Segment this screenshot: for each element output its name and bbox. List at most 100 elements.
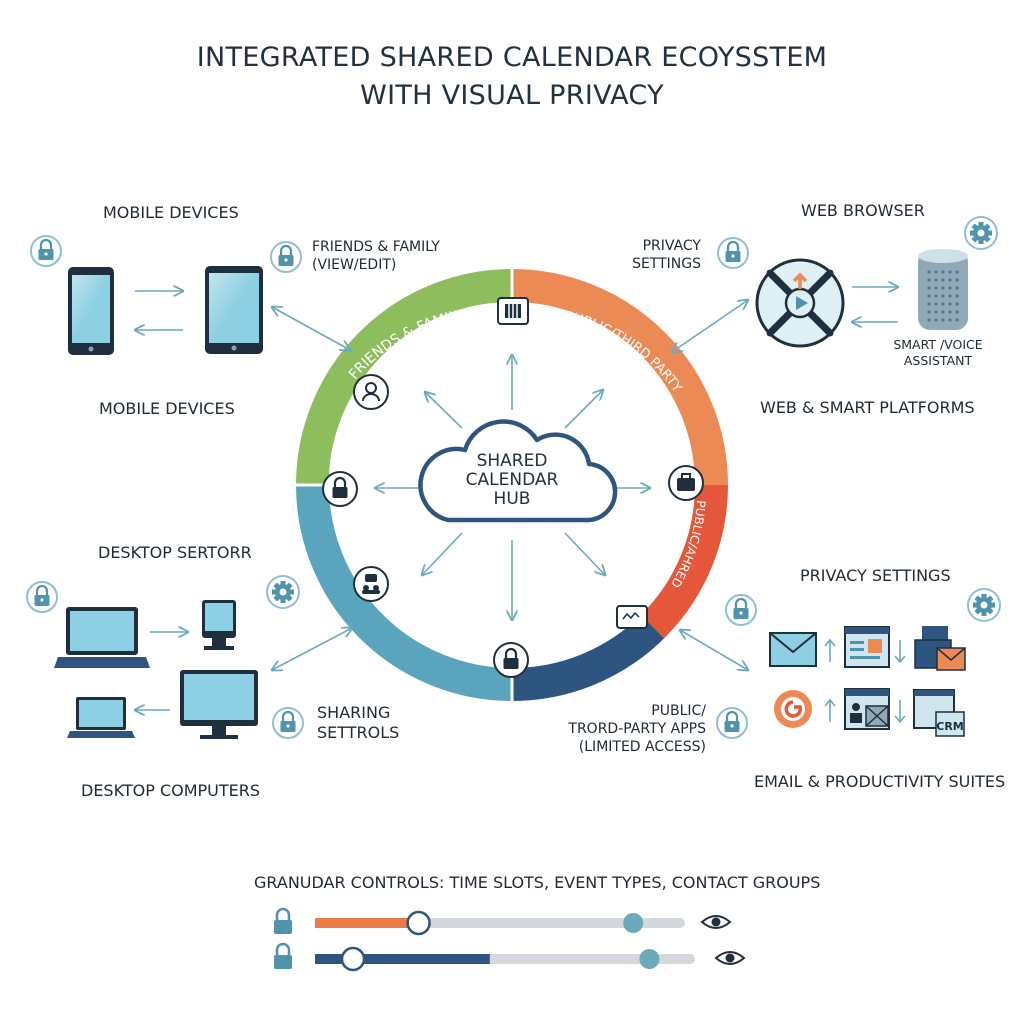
- third-party-apps-label: PUBLIC/ TRORD-PARTY APPS (LIMITED ACCESS…: [560, 702, 706, 756]
- speaker-grille-dot: [955, 302, 959, 306]
- granular-controls-caption: GRANUDAR CONTROLS: TIME SLOTS, EVENT TYP…: [254, 873, 821, 892]
- laptop-icon: [54, 607, 150, 668]
- speaker-grille-dot: [941, 294, 945, 298]
- hub-label-line-3: HUB: [493, 489, 531, 509]
- speaker-grille-dot: [941, 270, 945, 274]
- crm-label: CRM: [936, 720, 964, 733]
- lock-icon: [269, 240, 303, 274]
- mail-stack-icon: [914, 626, 966, 671]
- mobile-devices-heading: MOBILE DEVICES: [103, 203, 239, 222]
- mobile-devices-footer: MOBILE DEVICES: [99, 399, 235, 418]
- speaker-grille-dot: [934, 310, 938, 314]
- hub-arrows: [375, 355, 650, 620]
- ring-segment-limited: [640, 484, 730, 640]
- email-productivity-footer: EMAIL & PRODUCTIVITY SUITES: [754, 772, 1006, 791]
- contacts-window-icon: [844, 688, 890, 730]
- speaker-grille-dot: [927, 270, 931, 274]
- lock-icon: [715, 706, 749, 740]
- speaker-grille-dot: [948, 310, 952, 314]
- slider-track-1[interactable]: [315, 910, 685, 936]
- speaker-grille-dot: [955, 318, 959, 322]
- browser-play-icon: [755, 258, 845, 348]
- smart-voice-label-line-2: ASSISTANT: [903, 353, 973, 368]
- eye-icon[interactable]: [714, 951, 746, 965]
- privacy-settings-label-line-1: PRIVACY: [642, 238, 701, 254]
- ring-segment-public: [511, 268, 729, 486]
- speaker-grille-dot: [948, 286, 952, 290]
- friends-family-label: FRIENDS & FAMILY (VIEW/EDIT): [312, 238, 440, 274]
- speaker-grille-dot: [927, 318, 931, 322]
- google-g-icon: [774, 690, 812, 728]
- tablet-icon: [205, 266, 263, 354]
- lock-icon: [724, 593, 758, 627]
- speaker-grille-dot: [934, 318, 938, 322]
- speaker-grille-dot: [955, 310, 959, 314]
- speaker-grille-dot: [955, 286, 959, 290]
- speaker-grille-dot: [934, 270, 938, 274]
- speaker-grille-dot: [955, 270, 959, 274]
- speaker-grille-dot: [948, 302, 952, 306]
- ring-segment-sharing: [295, 484, 513, 702]
- camera-icon: [497, 297, 529, 325]
- speaker-grille-dot: [955, 294, 959, 298]
- ring-segment-friends: [294, 267, 513, 486]
- monitor-icon: [202, 600, 236, 650]
- page-title-line-1: INTEGRATED SHARED CALENDAR ECOYSSTEM: [196, 42, 828, 73]
- speaker-grille-dot: [955, 278, 959, 282]
- people-icon: [353, 566, 389, 602]
- eye-icon[interactable]: [700, 915, 732, 929]
- mail-icon: [769, 632, 817, 667]
- cloud-icon: [418, 419, 618, 523]
- lock-icon: [274, 942, 292, 969]
- speaker-grille-dot: [948, 278, 952, 282]
- speaker-grille-dot: [927, 278, 931, 282]
- slider-thumb-1[interactable]: [406, 910, 431, 936]
- desktop-computers-footer: DESKTOP COMPUTERS: [81, 781, 261, 800]
- friends-family-label-line-2: (VIEW/EDIT): [312, 257, 397, 273]
- speaker-grille-dot: [927, 310, 931, 314]
- third-party-apps-label-line-1: PUBLIC/: [651, 703, 706, 719]
- gear-icon: [266, 575, 300, 609]
- hub-label-line-2: CALENDAR: [465, 470, 559, 490]
- page-title-line-2: WITH VISUAL PRIVACY: [360, 80, 664, 111]
- sharing-controls-label-line-1: SHARING: [317, 703, 391, 722]
- speaker-grille-dot: [941, 286, 945, 290]
- lock-icon: [274, 907, 292, 934]
- crm-window-icon: CRM: [913, 689, 965, 737]
- speaker-grille-dot: [927, 302, 931, 306]
- laptop-small-icon: [67, 697, 135, 738]
- privacy-settings-label-line-2: SETTINGS: [632, 256, 701, 272]
- ring-lock-icon-left: [321, 470, 359, 508]
- slider-marker-2: [639, 949, 660, 969]
- slider-track-2[interactable]: [315, 946, 695, 972]
- privacy-settings-label: PRIVACY SETTINGS: [600, 237, 701, 273]
- lock-icon: [716, 236, 750, 270]
- speaker-grille-dot: [927, 294, 931, 298]
- speaker-grille-dot: [934, 294, 938, 298]
- speaker-grille-dot: [941, 302, 945, 306]
- privacy-ring: [292, 265, 730, 705]
- app-window-icon: [844, 626, 890, 668]
- sharing-controls-label: SHARING SETTROLS: [317, 703, 399, 743]
- web-browser-heading: WEB BROWSER: [801, 201, 925, 220]
- lock-icon: [29, 234, 63, 268]
- person-icon: [353, 374, 389, 410]
- gear-icon: [967, 588, 1001, 622]
- smart-voice-label: SMART /VOICE ASSISTANT: [888, 337, 988, 369]
- gear-icon: [964, 216, 998, 250]
- speaker-grille-dot: [941, 318, 945, 322]
- friends-family-label-line-1: FRIENDS & FAMILY: [312, 239, 440, 255]
- card-icon: [616, 605, 648, 629]
- speaker-grille-dot: [948, 270, 952, 274]
- smart-voice-label-line-1: SMART /VOICE: [893, 337, 983, 352]
- speaker-grille-dot: [934, 302, 938, 306]
- hub-label: SHARED CALENDAR HUB: [452, 452, 572, 509]
- lock-icon: [271, 706, 305, 740]
- ring-segment-navy: [511, 614, 665, 703]
- smart-speaker-icon: [918, 249, 968, 330]
- slider-thumb-2[interactable]: [340, 946, 366, 972]
- desktop-heading: DESKTOP SERTORR: [98, 543, 252, 562]
- speaker-grille-dot: [948, 318, 952, 322]
